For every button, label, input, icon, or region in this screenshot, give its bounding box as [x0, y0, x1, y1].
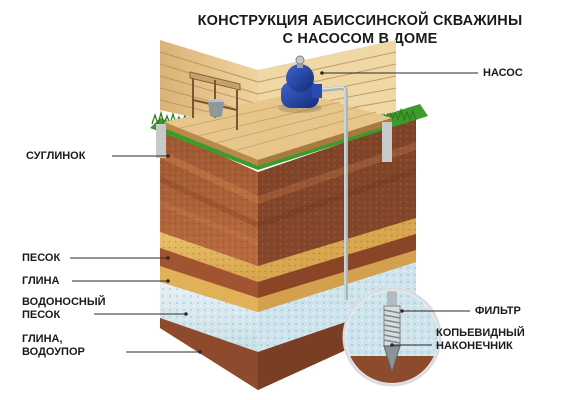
diagram-title: КОНСТРУКЦИЯ АБИССИНСКОЙ СКВАЖИНЫ С НАСОС…	[160, 12, 560, 48]
filter-coil	[383, 305, 401, 347]
leader-lines	[70, 72, 478, 353]
label-loam: СУГЛИНОК	[26, 150, 86, 162]
pump	[278, 55, 322, 113]
label-spear-tip: КОПЬЕВИДНЫЙ НАКОНЕЧНИК	[436, 327, 525, 353]
label-pump: НАСОС	[483, 67, 523, 79]
label-aquitard: ГЛИНА, ВОДОУПОР	[22, 333, 85, 359]
title-line-2: С НАСОСОМ В ДОМЕ	[282, 31, 438, 47]
label-clay: ГЛИНА	[22, 275, 60, 287]
clay-layer	[160, 248, 258, 298]
corner-post-right	[382, 122, 392, 162]
corner-post-left	[156, 124, 166, 158]
label-aquitard-line1: ГЛИНА,	[22, 333, 63, 345]
filter-magnifier	[342, 287, 442, 387]
label-aquifer-line1: ВОДОНОСНЫЙ	[22, 296, 106, 308]
workbench	[189, 71, 241, 130]
house-floor	[164, 92, 392, 160]
bucket	[208, 99, 224, 118]
label-sand: ПЕСОК	[22, 252, 61, 264]
label-filter: ФИЛЬТР	[475, 305, 521, 317]
label-spear-tip-line1: КОПЬЕВИДНЫЙ	[436, 327, 525, 339]
title-line-1: КОНСТРУКЦИЯ АБИССИНСКОЙ СКВАЖИНЫ	[197, 13, 523, 29]
label-aquifer-line2: ПЕСОК	[22, 309, 61, 321]
aquitard-layer	[160, 318, 258, 390]
soil-block	[160, 118, 416, 390]
pipe	[321, 85, 348, 300]
house	[159, 40, 397, 166]
label-spear-tip-line2: НАКОНЕЧНИК	[436, 340, 513, 352]
label-aquifer: ВОДОНОСНЫЙ ПЕСОК	[22, 296, 106, 322]
label-aquitard-line2: ВОДОУПОР	[22, 346, 85, 358]
